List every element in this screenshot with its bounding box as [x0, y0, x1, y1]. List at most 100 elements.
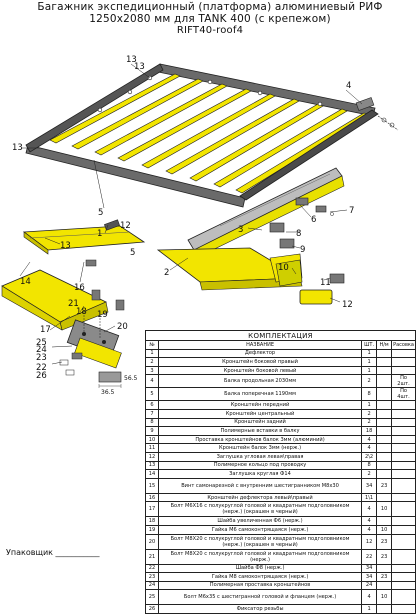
callout-5: 5: [98, 208, 103, 218]
assembly-drawing: 56.5 36.5 13 4 13 5 6 7 3 1 2 14 8 9 10 …: [1, 55, 399, 396]
table-cell-name: Кронштейн центральный: [157, 408, 363, 419]
fastening-detail: [59, 312, 122, 388]
table-cell-s: [376, 387, 393, 402]
table-cell-s: 23: [376, 533, 393, 550]
callout-23: 23: [36, 353, 47, 363]
dimension-a: 56.5: [124, 375, 138, 382]
table-cell-r: [391, 548, 416, 565]
table-cell-n: 14: [145, 469, 159, 479]
callout-14: 14: [20, 277, 31, 287]
table-cell-s: [376, 374, 393, 389]
table-cell-r: [391, 434, 416, 445]
table-cell-name: Кронштейн балок 3мм (нерж.): [157, 443, 363, 453]
table-cell-name: Кронштейн дефлектора левый\правый: [157, 492, 363, 503]
table-cell-s: [376, 365, 393, 376]
table-cell-r: [391, 400, 416, 410]
callout-10: 10: [278, 263, 289, 273]
table-cell-name: Полимерное кольцо под проводку: [157, 460, 363, 471]
table-cell-s: [376, 580, 393, 591]
table-cell-name: Заглушка угловая левая\правая: [157, 451, 363, 462]
table-cell-n: 23: [145, 572, 159, 582]
table-cell-name: Кронштейн боковой правый: [157, 357, 363, 367]
table-cell-q: 34: [361, 563, 378, 574]
table-cell-n: 12: [145, 451, 159, 462]
platform-frame: [25, 63, 379, 208]
table-cell-r: [391, 524, 416, 535]
callout-25: 25: [36, 338, 47, 348]
table-cell-q: 4: [361, 524, 378, 535]
table-cell-name: Шайба Ф8 (нерж.): [157, 563, 363, 574]
table-cell-n: 9: [145, 426, 159, 436]
table-cell-s: [376, 408, 393, 419]
table-cell-name: Болт М8Х20 с полукруглой головой и квадр…: [157, 548, 363, 565]
table-cell-r: [391, 460, 416, 471]
table-cell-q: 1: [361, 357, 378, 367]
table-cell-q: 4: [361, 589, 378, 606]
header-name: НАЗВАНИЕ: [157, 340, 363, 350]
callout-6: 6: [311, 215, 316, 225]
table-cell-name: Винт самонарезной с внутренним шестигран…: [157, 477, 363, 494]
table-cell-q: 34: [361, 572, 378, 582]
table-cell-q: 2: [361, 417, 378, 428]
table-cell-r: [391, 426, 416, 436]
callout-12b: 12: [120, 221, 131, 231]
callout-5b: 5: [130, 248, 135, 258]
table-cell-name: Болт М6х35 с шестигранной головой и флан…: [157, 589, 363, 606]
table-cell-r: [391, 408, 416, 419]
table-cell-name: Полимерные вставки в балку: [157, 426, 363, 436]
table-cell-n: 18: [145, 516, 159, 526]
table-cell-q: 1: [361, 604, 378, 614]
table-cell-r: [391, 604, 416, 614]
table-cell-s: [376, 417, 393, 428]
callout-13b: 13: [134, 62, 145, 72]
longitudinal-beam-far: [157, 63, 376, 117]
table-cell-n: 5: [145, 387, 159, 402]
callout-7: 7: [349, 206, 354, 216]
callout-22: 22: [36, 363, 47, 373]
parts-table: КОМПЛЕКТАЦИЯ № НАЗВАНИЕ ШТ. Н/м Расовка …: [145, 330, 416, 614]
table-cell-q: 1\1: [361, 492, 378, 503]
table-cell-r: [391, 516, 416, 526]
callout-2: 2: [164, 268, 169, 278]
table-cell-q: 1: [361, 400, 378, 410]
dimension-b: 36.5: [101, 389, 115, 396]
callout-17: 17: [40, 325, 51, 335]
table-cell-r: [391, 580, 416, 591]
table-cell-r: [391, 451, 416, 462]
table-cell-s: [376, 563, 393, 574]
table-cell-name: Проставка кронштейнов балок 3мм (алюмини…: [157, 434, 363, 445]
table-cell-r: [391, 477, 416, 494]
table-cell-name: Болт М8Х20 с полукруглой головой и квадр…: [157, 533, 363, 550]
table-cell-n: 8: [145, 417, 159, 428]
title-line-2: 1250х2080 мм для TANK 400 (с крепежом): [89, 13, 331, 25]
table-cell-n: 3: [145, 365, 159, 376]
table-cell-n: 7: [145, 408, 159, 419]
table-cell-r: [391, 357, 416, 367]
table-cell-n: 10: [145, 434, 159, 445]
table-cell-n: 22: [145, 563, 159, 574]
rear-end-frame: [239, 109, 379, 201]
table-cell-name: Кронштейн задний: [157, 417, 363, 428]
